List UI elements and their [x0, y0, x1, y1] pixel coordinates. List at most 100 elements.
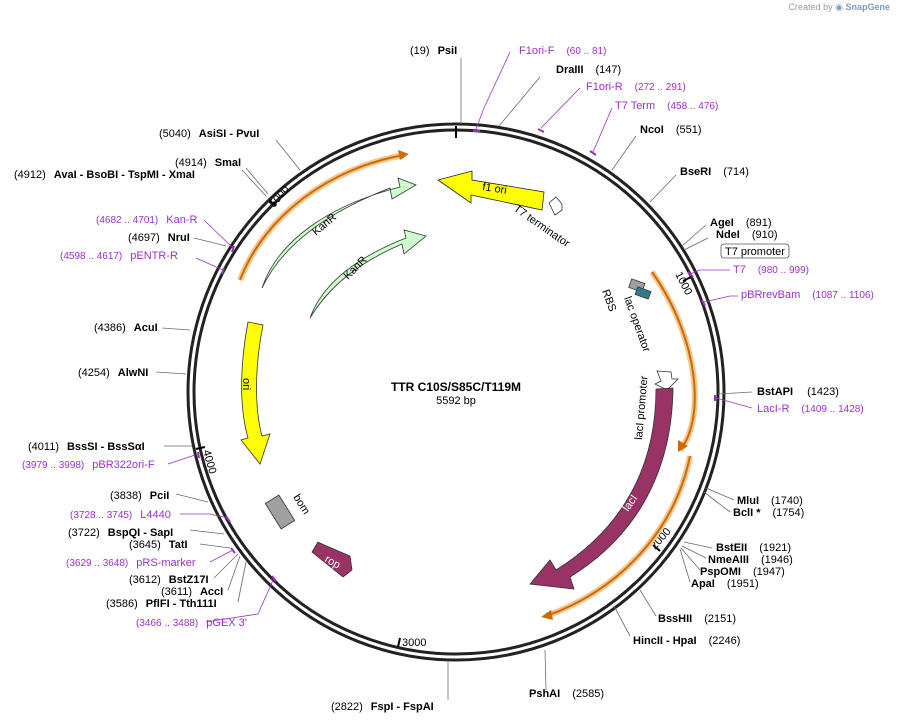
primer-range: (1409 .. 1428) — [801, 404, 863, 415]
svg-text:ApaI(1951): ApaI(1951) — [691, 578, 759, 590]
svg-text:(19)PsiI: (19) PsiI — [410, 45, 457, 57]
site-name: SmaI — [215, 157, 241, 169]
leader-asisi — [275, 139, 301, 171]
site-pos: (1921) — [759, 542, 791, 554]
orf-arc-1 — [651, 271, 696, 451]
leader-agei — [681, 224, 707, 247]
primer-name: F1ori-F — [519, 45, 555, 57]
site-name: BssHII — [658, 613, 692, 625]
leader-pflfi — [237, 561, 247, 603]
leader-bspqi — [189, 529, 225, 535]
svg-text:(5040)AsiSI - PvuI: (5040) AsiSI - PvuI — [159, 128, 259, 140]
primer-range: (272 .. 291) — [635, 82, 686, 93]
feature-bom[interactable] — [264, 494, 296, 530]
leader-ndei — [683, 237, 709, 251]
svg-text:AgeI(891): AgeI(891) — [710, 217, 772, 229]
primer-labels: F1ori-F(60 .. 81) F1ori-R(272 .. 291) T7… — [22, 45, 874, 629]
pleader-pbr322ori-f — [167, 453, 199, 465]
primer-range: (458 .. 476) — [667, 101, 718, 112]
site-name: PshAI — [529, 688, 560, 700]
svg-text:BseRI(714): BseRI(714) — [680, 166, 749, 178]
svg-text:(3979 .. 3998)pBR322ori-F: (3979 .. 3998)pBR322ori-F — [22, 459, 155, 471]
site-name: AsiSI - PvuI — [199, 128, 260, 140]
site-pos: (19) — [410, 45, 430, 57]
leader-nmeaiii — [681, 545, 707, 559]
primer-range: (3629 .. 3648) — [66, 558, 128, 569]
site-pos: (2822) — [331, 701, 363, 713]
orf-arrow-1 — [678, 440, 688, 452]
svg-text:(4254)AlwNI: (4254)AlwNI — [78, 367, 148, 379]
site-name: ApaI — [691, 578, 715, 590]
feature-f1-ori[interactable] — [437, 170, 545, 211]
primer-mark-pbrrevbam — [701, 299, 706, 307]
svg-text:F1ori-R(272 .. 291): F1ori-R (272 .. 291) — [586, 81, 686, 93]
t7-promoter-box[interactable] — [720, 243, 790, 259]
site-pos: (4386) — [94, 322, 126, 334]
svg-text:pBRrevBam(1087 .. 1106): pBRrevBam(1087 .. 1106) — [741, 289, 874, 301]
primer-name: T7 — [733, 264, 746, 276]
tick-label-5000: 5000 — [267, 183, 292, 209]
primer-mark-pentr-r — [221, 267, 225, 275]
orf-arcs — [237, 150, 698, 620]
primer-leaders — [167, 51, 753, 623]
leader-apai — [679, 548, 691, 583]
primer-name: F1ori-R — [586, 81, 623, 93]
leader-pspomi — [680, 547, 701, 571]
leader-beseri — [649, 174, 677, 203]
site-pos: (3612) — [129, 574, 161, 586]
feature-kanr-outer[interactable] — [261, 177, 417, 289]
snapgene-credit: Created by ◉ SnapGene — [789, 2, 890, 13]
feature-label-ori: ori — [240, 378, 252, 390]
leader-bsshii — [639, 589, 657, 617]
svg-text:PshAI(2585): PshAI(2585) — [529, 688, 604, 700]
site-name: MluI — [737, 495, 759, 507]
laci-promoter-icon — [654, 370, 679, 391]
leader-acui — [161, 327, 191, 331]
pleader-pbrrevbam — [703, 295, 738, 303]
credit-prefix: Created by — [788, 2, 833, 12]
primer-mark-kan-r — [231, 245, 235, 253]
site-pos: (3586) — [106, 598, 138, 610]
primer-name: pBRrevBam — [741, 289, 800, 301]
site-name: NcoI — [640, 124, 664, 136]
pleader-t7-term — [592, 107, 613, 153]
svg-text:(3612)BstZ17I: (3612)BstZ17I — [129, 574, 209, 586]
site-pos: (4011) — [28, 441, 59, 453]
svg-text:(4697)NruI: (4697)NruI — [128, 232, 190, 244]
pleader-kan-r — [203, 219, 234, 249]
svg-text:MluI(1740): MluI(1740) — [737, 495, 803, 507]
site-labels: (19)PsiI DraIII(147) NcoI(551) BseRI(714… — [14, 45, 839, 713]
site-leaders — [155, 58, 753, 700]
feature-rop[interactable] — [311, 541, 353, 578]
site-name: PsiI — [438, 45, 458, 57]
site-pos: (4914) — [175, 157, 207, 169]
svg-text:(2822)FspI - FspAI: (2822)FspI - FspAI — [331, 701, 434, 713]
primer-range: (980 .. 999) — [758, 265, 809, 276]
leader-bstapi — [717, 391, 753, 395]
site-pos: (4254) — [78, 367, 110, 379]
t7-terminator-icon — [548, 196, 563, 216]
primer-mark-pbr322ori-f — [197, 451, 200, 459]
site-name: AcuI — [134, 322, 158, 334]
feature-lac-operator-block[interactable] — [634, 286, 652, 300]
svg-text:(3722)BspQI - SapI: (3722)BspQI - SapI — [68, 527, 173, 539]
svg-text:(3466 .. 3488)pGEX 3': (3466 .. 3488)pGEX 3' — [136, 617, 247, 629]
feature-kanr-inner[interactable] — [309, 229, 427, 319]
leader-bstz17i — [213, 553, 239, 579]
site-pos: (3645) — [129, 539, 161, 551]
plasmid-name: TTR C10S/S85C/T119M — [391, 380, 521, 394]
primer-name: L4440 — [140, 509, 171, 521]
leader-pshai — [544, 649, 547, 691]
svg-text:BssHII(2151): BssHII(2151) — [658, 613, 736, 625]
tick-2000 — [652, 544, 661, 552]
site-pos: (1754) — [773, 507, 805, 519]
feature-label-kanr-outer: KanR — [310, 211, 339, 238]
feature-laci[interactable] — [529, 387, 674, 590]
svg-text:(4598 .. 4617)pENTR-R: (4598 .. 4617)pENTR-R — [60, 250, 178, 262]
feature-ori[interactable] — [240, 321, 271, 465]
site-pos: (1946) — [761, 554, 793, 566]
site-pos: (5040) — [159, 128, 191, 140]
primer-mark-l4440 — [225, 515, 231, 523]
svg-text:T7 Term(458 .. 476): T7 Term(458 .. 476) — [615, 100, 718, 112]
